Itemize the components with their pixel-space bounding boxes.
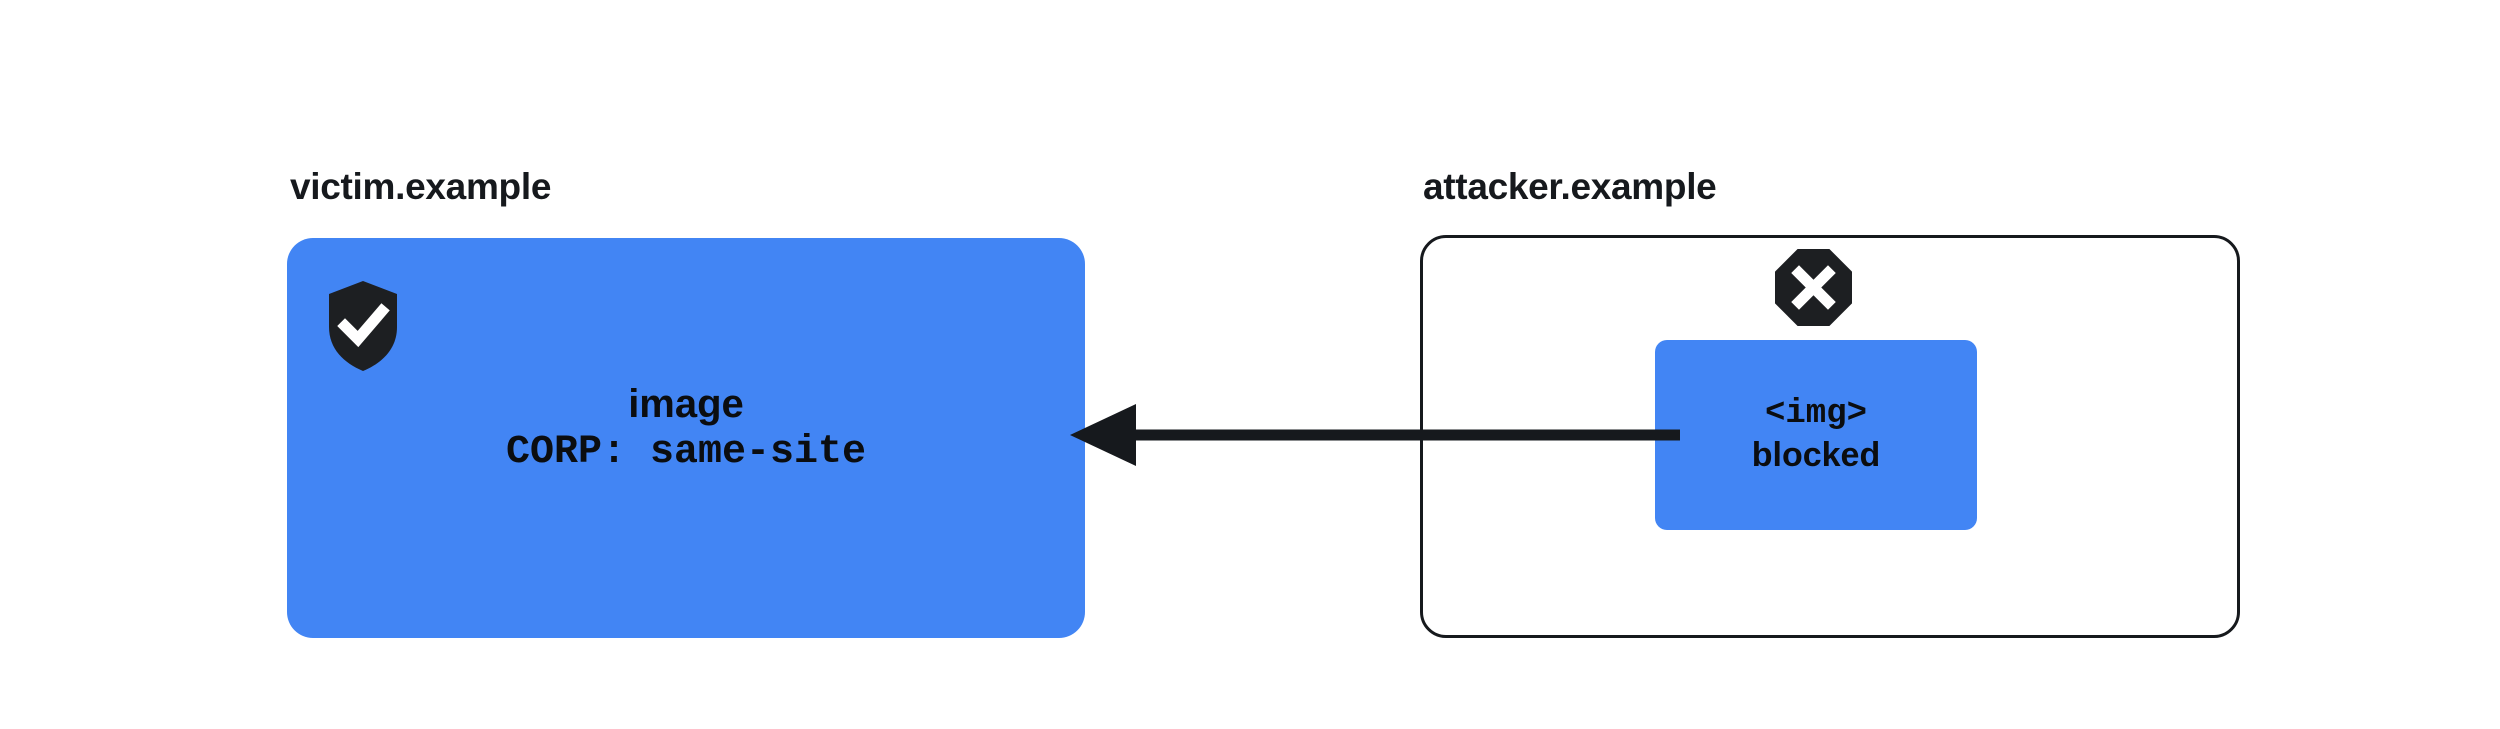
embed-tag-label: <img> <box>1764 395 1868 433</box>
origin-label-attacker: attacker.example <box>1423 166 1717 207</box>
victim-resource-box <box>287 238 1085 638</box>
octagon-x-icon <box>1775 249 1852 326</box>
shield-check-icon <box>329 281 397 371</box>
victim-resource-text: image CORP: same-site <box>287 380 1085 478</box>
origin-label-victim: victim.example <box>290 166 552 207</box>
embed-image-box <box>1655 340 1977 530</box>
blocked-request-arrow <box>1050 404 1680 466</box>
embed-status-label: blocked <box>1751 436 1881 475</box>
victim-resource-header: CORP: same-site <box>505 429 867 475</box>
victim-resource-title: image <box>628 382 744 426</box>
embed-image-text: <img> blocked <box>1655 394 1977 477</box>
